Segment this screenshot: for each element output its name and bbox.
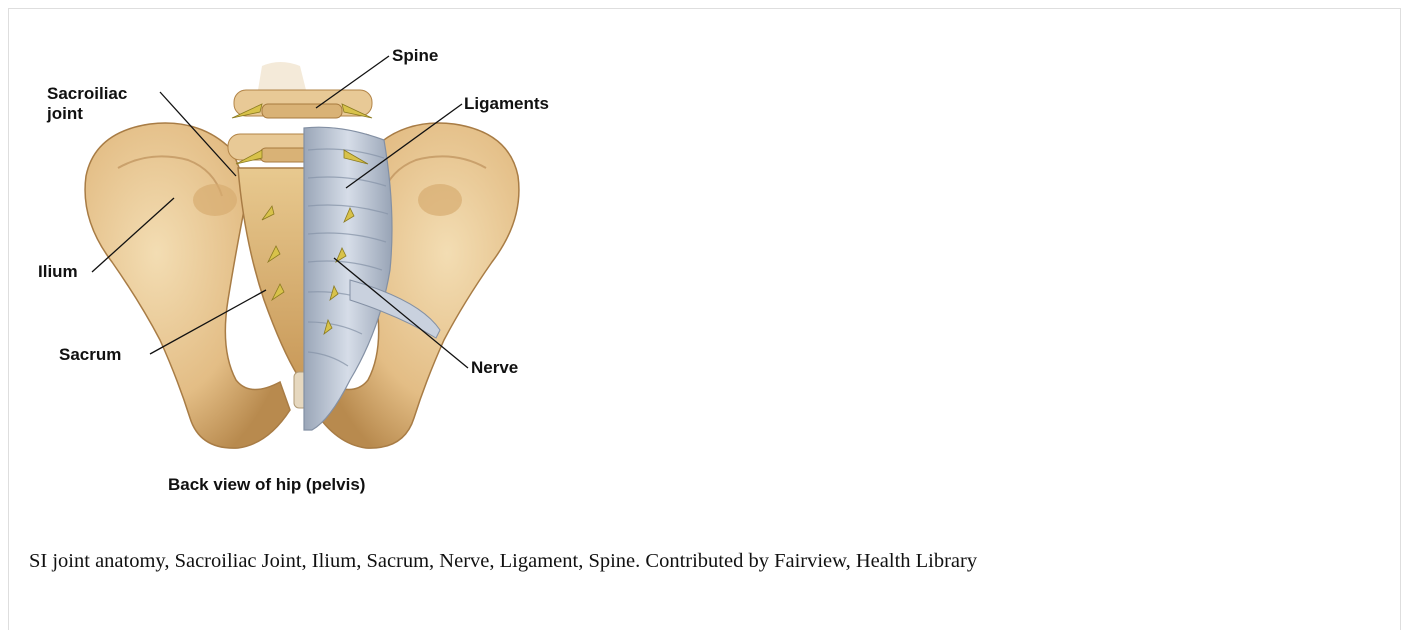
image-description: SI joint anatomy, Sacroiliac Joint, Iliu… — [29, 546, 1349, 576]
label-sacrum: Sacrum — [59, 345, 121, 365]
label-sacroiliac-joint: Sacroiliac joint — [47, 84, 127, 124]
label-ilium: Ilium — [38, 262, 78, 282]
figure-caption: Back view of hip (pelvis) — [168, 475, 365, 495]
label-nerve: Nerve — [471, 358, 518, 378]
upper-spine — [258, 62, 306, 90]
label-spine: Spine — [392, 46, 438, 66]
label-ligaments: Ligaments — [464, 94, 549, 114]
pelvis-illustration: Spine Sacroiliac joint Ligaments Ilium S… — [0, 0, 640, 510]
pelvis-drawing — [0, 0, 640, 510]
